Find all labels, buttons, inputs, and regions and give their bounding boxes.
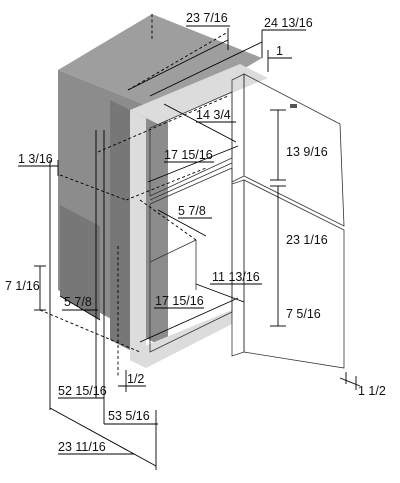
label-lower-depth: 11 13/16 [212, 270, 260, 284]
label-base-height: 7 1/16 [5, 279, 40, 293]
label-total-height-b: 53 5/16 [108, 409, 150, 423]
cabinet-lower-step [60, 205, 100, 320]
label-lower-height: 7 5/16 [286, 307, 321, 321]
label-fridge-width: 17 15/16 [155, 294, 204, 308]
dimension-lines [18, 25, 361, 470]
label-total-height-a: 52 15/16 [58, 384, 107, 398]
frame-left-post [130, 110, 146, 368]
label-front-offset: 1/2 [127, 372, 144, 386]
label-shelf-depth: 5 7/8 [178, 204, 206, 218]
label-freezer-width: 17 15/16 [164, 148, 213, 162]
label-freezer-height: 13 9/16 [286, 145, 328, 159]
label-top-depth: 23 7/16 [186, 11, 228, 25]
dimension-labels: 23 7/16 24 13/16 1 14 3/4 17 15/16 13 9/… [5, 11, 386, 454]
cabinet-top [58, 14, 262, 114]
label-flange-side: 1 3/16 [18, 152, 53, 166]
doors [231, 73, 345, 369]
cabinet-back-strip [110, 100, 130, 350]
hidden-lines [39, 14, 229, 376]
label-total-depth: 23 11/16 [58, 440, 106, 454]
lower-shelf [149, 239, 197, 263]
label-door-thickness: 1 [276, 44, 283, 58]
label-door-gap: 1 1/2 [358, 384, 386, 398]
label-top-width: 24 13/16 [264, 16, 313, 30]
fridge-door-edge [231, 179, 245, 357]
label-freezer-depth: 14 3/4 [196, 108, 231, 122]
freezer-door [243, 73, 345, 227]
fridge-door [243, 179, 345, 369]
label-fridge-height: 23 1/16 [286, 233, 328, 247]
door-latch [290, 104, 297, 108]
label-base-depth: 5 7/8 [64, 295, 92, 309]
divider-shelf [149, 162, 233, 201]
